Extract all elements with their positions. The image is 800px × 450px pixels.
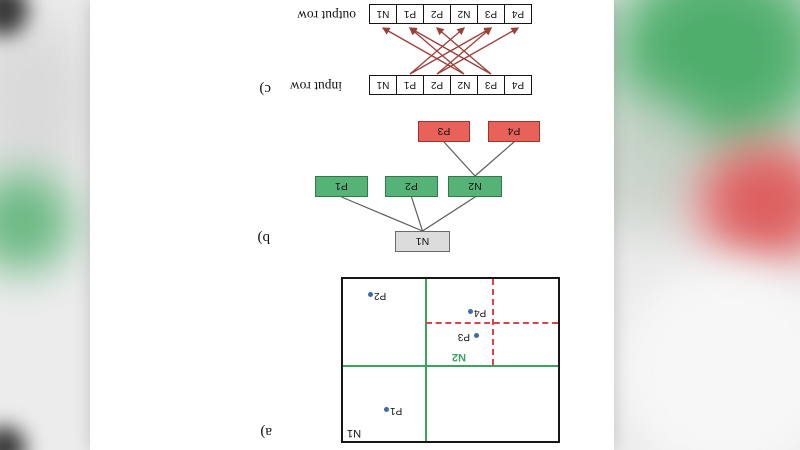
output-row-cell-5: N1 xyxy=(369,4,397,24)
region-label-n2: N2 xyxy=(451,351,466,363)
pointer-arrows xyxy=(381,27,520,75)
point-marker-p4 xyxy=(468,309,473,314)
tree-edge xyxy=(443,141,476,177)
scatter-arrow xyxy=(381,27,465,75)
region-label-n1: N1 xyxy=(347,427,362,439)
subdivision-dashed-horizontal xyxy=(426,322,558,324)
point-marker-p3 xyxy=(474,333,479,338)
region-square: N1 N2 P1 P2 P3 P4 xyxy=(341,277,560,443)
section-a-label: a) xyxy=(260,424,272,440)
input-row-cell-2: N2 xyxy=(450,75,478,95)
tree-edge xyxy=(422,196,476,232)
input-row-cell-4: P1 xyxy=(396,75,424,95)
point-marker-p1 xyxy=(384,407,389,412)
point-label-p2: P2 xyxy=(374,290,387,301)
background-blob-gray-left xyxy=(0,15,90,185)
tree-edges xyxy=(341,141,515,232)
point-label-p3: P3 xyxy=(457,331,470,342)
tree-node-p1: P1 xyxy=(315,176,368,197)
partition-line-horizontal xyxy=(343,365,558,367)
output-row-cell-1: P3 xyxy=(477,4,505,24)
point-marker-p2 xyxy=(368,292,373,297)
scatter-arrow xyxy=(409,27,493,75)
point-label-p1: P1 xyxy=(390,405,403,416)
tree-edge xyxy=(410,196,424,232)
input-row-cell-3: P2 xyxy=(423,75,451,95)
scatter-arrow xyxy=(436,27,492,75)
tree-edge xyxy=(341,196,423,232)
input-row-cell-5: N1 xyxy=(369,75,397,95)
input-row-cell-0: P4 xyxy=(504,75,532,95)
tree-edge xyxy=(474,141,515,177)
input-row-label: input row xyxy=(289,79,342,94)
scatter-arrow xyxy=(409,27,465,75)
section-c-label: c) xyxy=(259,81,271,97)
output-row-cell-4: P1 xyxy=(396,4,424,24)
partition-line-vertical xyxy=(425,279,427,441)
output-row-cell-3: P2 xyxy=(423,4,451,24)
point-label-p4: P4 xyxy=(474,307,487,318)
tree-node-p4: P4 xyxy=(488,121,540,142)
input-row-cell-1: P3 xyxy=(477,75,505,95)
tree-root-node: N1 xyxy=(395,231,450,252)
scatter-arrow xyxy=(436,27,520,75)
tree-node-p2: P2 xyxy=(385,176,438,197)
output-row-label: output row xyxy=(297,8,356,23)
output-row-cell-0: P4 xyxy=(504,4,532,24)
output-row-cell-2: N2 xyxy=(450,4,478,24)
tree-node-n2: N2 xyxy=(448,176,502,197)
tree-node-p3: P3 xyxy=(418,121,470,142)
background-blob-red-right xyxy=(698,142,800,262)
